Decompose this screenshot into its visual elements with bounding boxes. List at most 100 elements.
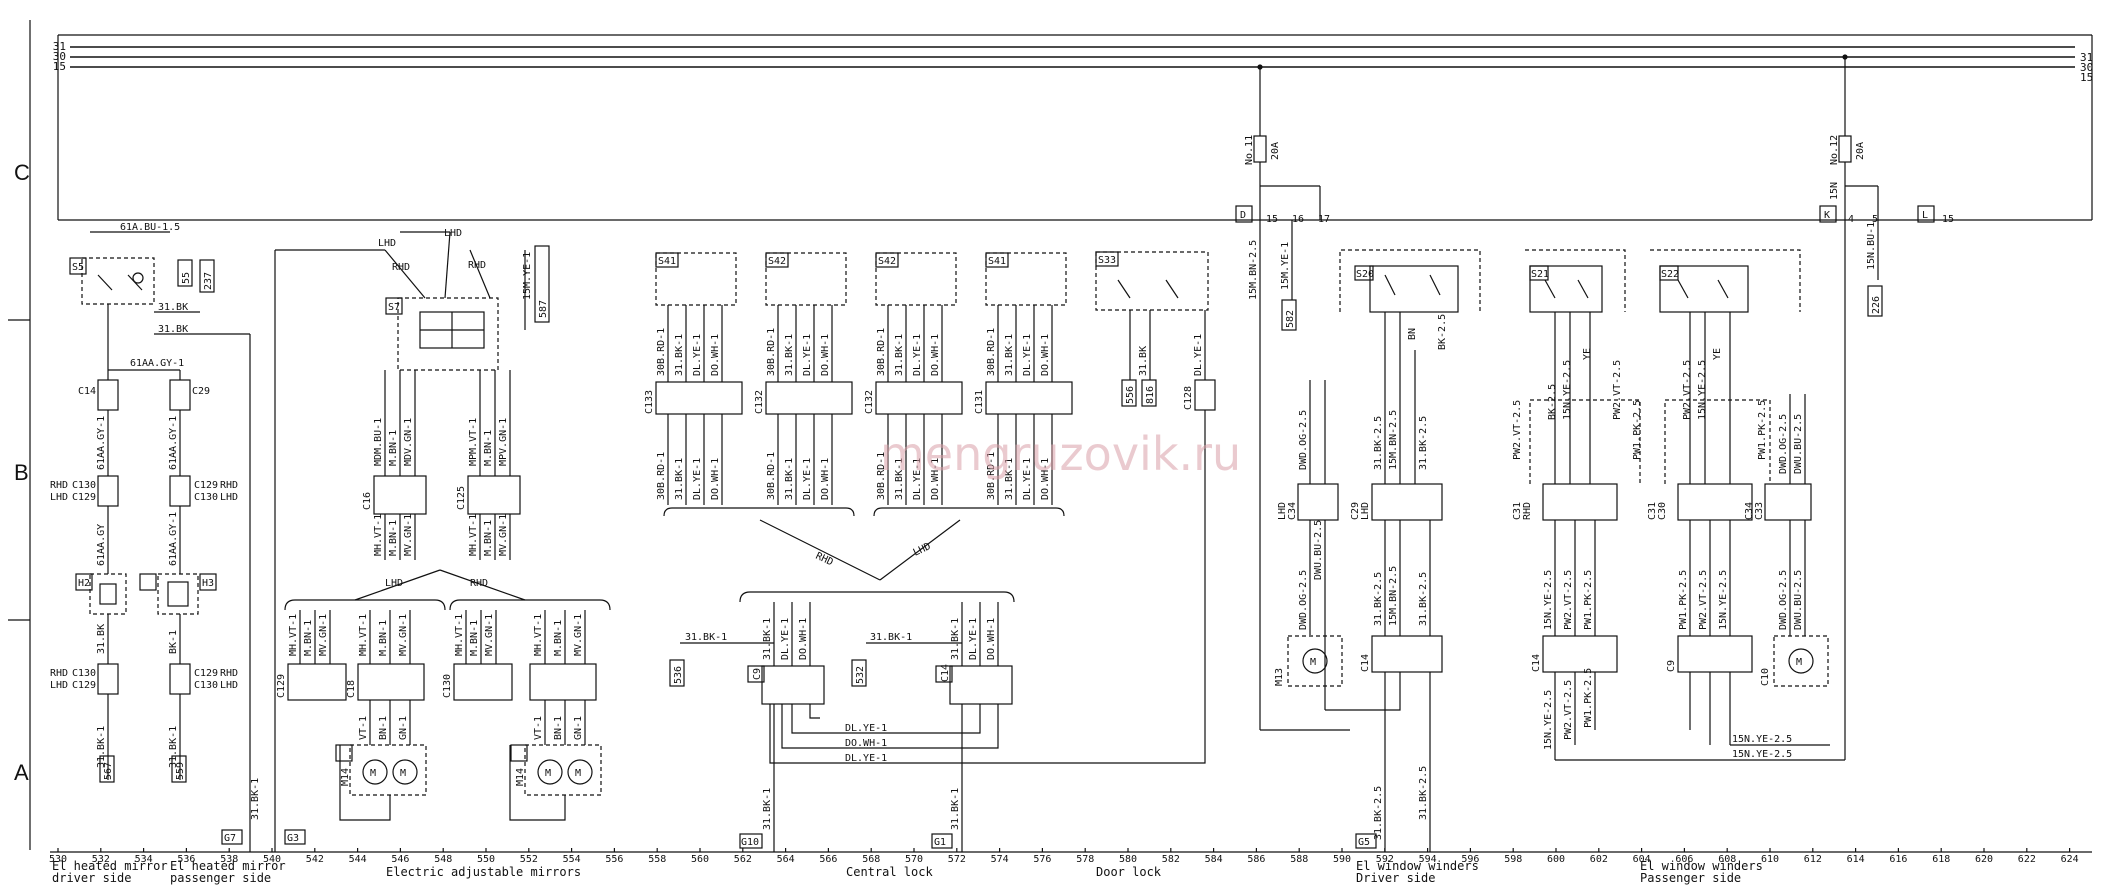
wire-61aa-driver: 61AA.GY-1: [96, 416, 107, 470]
connector-c131: [985, 381, 1073, 415]
wire-mgn-lower-a: MV.GN-1: [318, 614, 329, 656]
terminal-k-box: [1819, 205, 1837, 223]
connector-c25: [467, 475, 521, 515]
switch-s5-box: [81, 257, 155, 305]
bus-31-label-left: 31: [53, 40, 66, 53]
junction-237-box: [199, 259, 215, 293]
wire-31bk25-a: 31.BK-2.5: [1373, 416, 1384, 470]
wire-vt-lower-b: VT-1: [533, 716, 544, 740]
terminal-k-pin-4: 4: [1848, 214, 1854, 225]
wire-31bk1-c2: 31.BK-1: [894, 458, 905, 500]
junction-556-box: [1121, 379, 1137, 407]
m14-left-label: M14: [340, 768, 351, 786]
caption-electric-mirrors: Electric adjustable mirrors: [386, 865, 581, 879]
wire-31bk25-b: 31.BK-2.5: [1418, 416, 1429, 470]
wire-bn-lower-a: BN-1: [378, 716, 389, 740]
wire-bk1-passenger: BK-1: [168, 630, 179, 654]
axis-tick-label: 582: [1162, 854, 1180, 865]
junction-532-label: 532: [855, 666, 866, 684]
wire-pw2-lower-a: PW2.VT-2.5: [1563, 570, 1574, 630]
s20-label-box: [1354, 265, 1374, 281]
c14-lock-label: C14: [940, 664, 951, 682]
fuse-11-name: No.11: [1244, 135, 1255, 165]
rhd-label-driver: RHD: [50, 480, 68, 491]
axis-tick-label: 572: [948, 854, 966, 865]
wire-dl-b: DL.YE-1: [802, 334, 813, 376]
wire-mh-lower-c: MH.VT-1: [454, 614, 465, 656]
connector-c9-lock: [761, 665, 825, 705]
window-driver-section: 15M.BN-2.5 15M.YE-1 582 S20 BN BK-2.5 DW…: [1248, 220, 1481, 852]
wire-31bk1-driver: 31.BK-1: [96, 726, 107, 768]
connector-c16: [373, 475, 427, 515]
lhd-label-driver: LHD: [50, 492, 68, 503]
wire-do-interconnect: DO.WH-1: [845, 738, 887, 749]
fuse-11-symbol: [1253, 135, 1267, 163]
junction-55-box: [177, 259, 193, 287]
wire-pw2-s22: PW2.VT-2.5: [1682, 360, 1693, 420]
s41-b-label: S41: [988, 256, 1006, 267]
c130-label-driver: C130: [72, 480, 96, 491]
wire-dl-interconnect-b: DL.YE-1: [845, 753, 887, 764]
motor-m-icon-2: [392, 759, 418, 785]
zone-b-label: B: [14, 460, 29, 485]
motor-m-driver-box: [1287, 635, 1343, 687]
switch-s42-b: [875, 252, 957, 306]
wire-61aagy-driver: 61AA.GY: [96, 524, 107, 566]
connector-c128-label: C128: [1183, 386, 1194, 410]
wire-61aa-label-top: 61AA.GY-1: [130, 358, 184, 369]
fuse-12-rating: 20A: [1855, 142, 1866, 160]
wire-dl-c9: DL.YE-1: [780, 618, 791, 660]
c130-label-driver-lower: C130: [72, 668, 96, 679]
connector-c14-left-label: C14: [78, 386, 96, 397]
wire-dl-c: DL.YE-1: [912, 334, 923, 376]
wire-30b-a2: 30B.RD-1: [656, 452, 667, 500]
wire-do-c14: DO.WH-1: [986, 618, 997, 660]
terminal-d-label: D: [1240, 210, 1246, 221]
wire-ye-s22: YE: [1712, 348, 1723, 360]
wire-do-a: DO.WH-1: [710, 334, 721, 376]
wire-15nbu: 15N.BU-1: [1866, 222, 1877, 270]
wire-30b-b: 30B.RD-1: [766, 328, 777, 376]
switch-s42-a: [765, 252, 847, 306]
section-captions: El heated mirror driver side El heated m…: [52, 859, 1763, 885]
lhd-label-passenger: LHD: [220, 492, 238, 503]
junction-587-box: [534, 245, 550, 323]
ground-g7-box: [221, 829, 243, 845]
heated-mirror-section: 61A.BU-1.5 S5 55 237 31.BK 31.BK 61AA.GY…: [50, 222, 261, 852]
c9-passenger-label: C9: [1666, 660, 1677, 672]
c9-lock-label: C9: [752, 668, 763, 680]
axis-tick-label: 600: [1547, 854, 1565, 865]
s5-lamp-icon: [132, 272, 144, 284]
wire-61aa-passenger-2: 61AA.GY-1: [168, 512, 179, 566]
s42-b-label: S42: [878, 256, 896, 267]
lhd-label-mirror-a: LHD: [378, 238, 396, 249]
terminal-d-box: [1235, 205, 1253, 223]
wire-do-c9: DO.WH-1: [798, 618, 809, 660]
wire-pw2-s21: PW2.VT-2.5: [1612, 360, 1623, 420]
junction-55-label: 55: [181, 272, 192, 284]
caption-window-driver-a: El window winders: [1356, 859, 1479, 873]
ground-g3-label: G3: [287, 833, 299, 844]
junction-587-label: 587: [538, 300, 549, 318]
motor-m-icon-3: [537, 759, 563, 785]
h3-label: H3: [202, 578, 214, 589]
axis-tick-label: 568: [862, 854, 880, 865]
wire-dl-d: DL.YE-1: [1022, 334, 1033, 376]
caption-central-lock: Central lock: [846, 865, 933, 879]
lhd-label-mirror-b: LHD: [444, 228, 462, 239]
wire-mbn-lower-d: M.BN-1: [553, 620, 564, 656]
motor-m-passenger-box: [1773, 635, 1829, 687]
caption-window-passenger-a: El window winders: [1640, 859, 1763, 873]
c129-label-passenger-lower: C129: [194, 668, 218, 679]
wire-mh-lower-a: MH.VT-1: [288, 614, 299, 656]
terminal-d-pin-16: 16: [1292, 214, 1304, 225]
axis-tick-label: 606: [1675, 854, 1693, 865]
wire-30b-a: 30B.RD-1: [656, 328, 667, 376]
lhd-label-c29: LHD: [1360, 502, 1371, 520]
caption-heated-driver-a: El heated mirror: [52, 859, 168, 873]
axis-tick-label: 552: [520, 854, 538, 865]
wire-do-d2: DO.WH-1: [1040, 458, 1051, 500]
wire-31bk1-a: 31.BK-1: [674, 334, 685, 376]
junction-816-label: 816: [1145, 386, 1156, 404]
connector-c131-label: C131: [974, 390, 985, 414]
